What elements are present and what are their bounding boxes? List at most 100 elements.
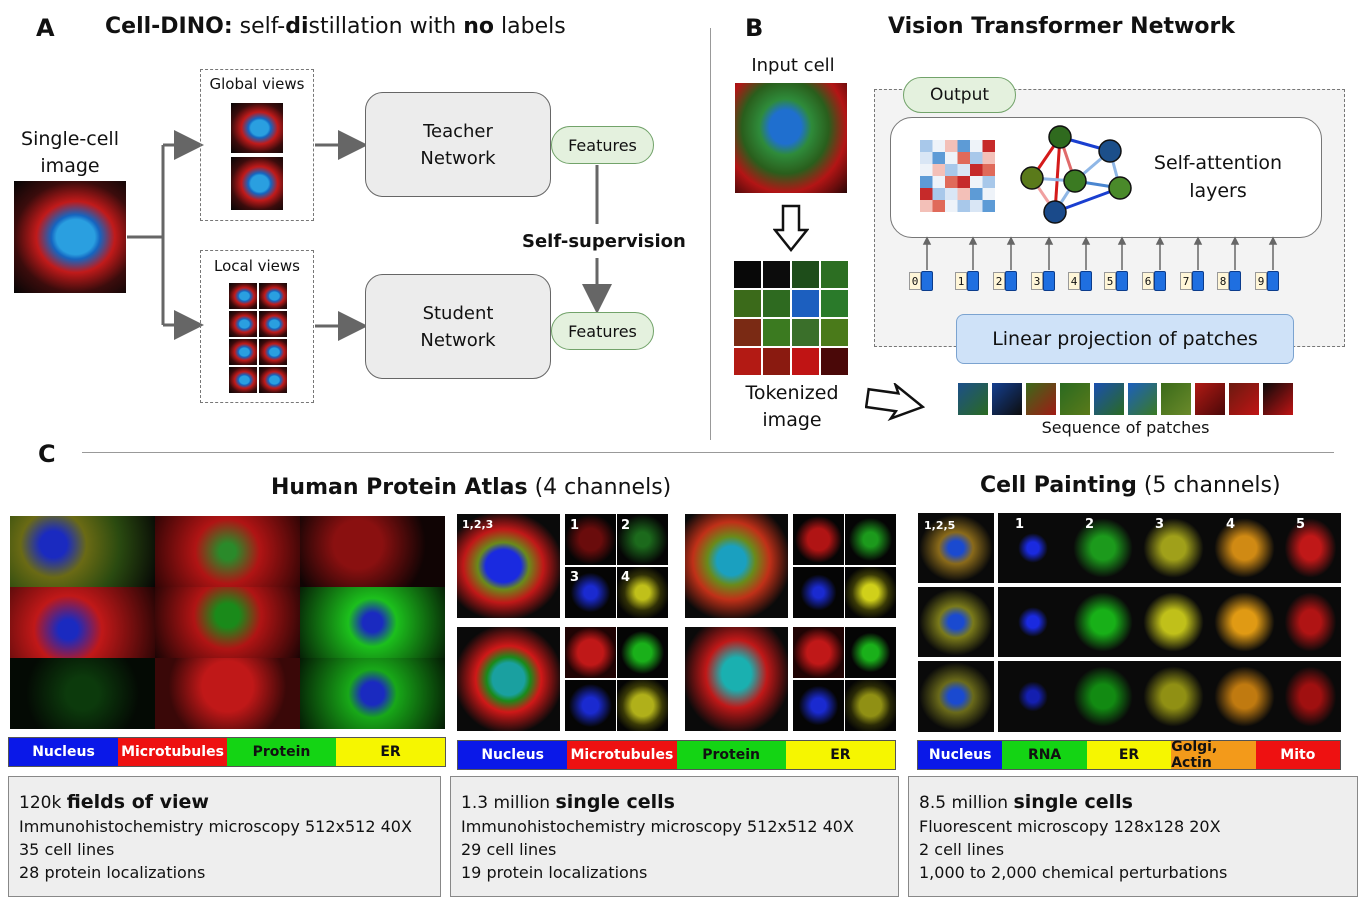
info-line: Fluorescent microscopy 128x128 20X	[919, 817, 1221, 836]
cp-channel-tile	[1209, 661, 1280, 732]
info-line: 29 cell lines	[461, 840, 557, 859]
info-line: 28 protein localizations	[19, 863, 206, 882]
channel-number: 4	[1226, 517, 1236, 532]
token-arrowhead	[1044, 236, 1054, 245]
patch-token: 4	[1068, 271, 1093, 291]
fov-tile	[300, 587, 445, 658]
info-line: 35 cell lines	[19, 840, 115, 859]
token-tile	[792, 319, 819, 346]
cp-channel-tile	[1280, 513, 1341, 583]
cp-grid: 1,2,5 1 2 3 4 5	[918, 513, 1341, 732]
patch-sequence	[958, 383, 1294, 415]
channel-number: 3	[570, 570, 580, 585]
channel-number: 3	[1155, 517, 1165, 532]
token-arrowhead	[1268, 236, 1278, 245]
cp-channel-tile	[1068, 513, 1138, 583]
channel-tile	[565, 514, 616, 565]
attention-cell	[920, 200, 933, 212]
cp-channel-tile	[1138, 513, 1209, 583]
attention-cell	[982, 176, 995, 188]
sequence-label: Sequence of patches	[1041, 418, 1210, 437]
teacher-network-box: Teacher Network	[365, 92, 551, 197]
global-view-1	[231, 103, 283, 153]
channel-number: 4	[621, 570, 631, 585]
token-tile	[821, 348, 848, 375]
cp-composite-tile	[918, 513, 994, 583]
token-arrows	[922, 236, 1278, 270]
channel-tile	[565, 567, 616, 618]
legend-swatch: ER	[336, 738, 445, 766]
input-cell-image	[735, 83, 847, 193]
legend-swatch: Microtubules	[567, 741, 677, 769]
channel-tile	[845, 567, 896, 618]
hpa-cell-set-3	[685, 514, 896, 618]
token-arrowhead	[968, 236, 978, 245]
global-views-box	[200, 69, 314, 221]
token-arrowhead	[1081, 236, 1091, 245]
cp-channel-tile	[1209, 587, 1280, 657]
info-line: Immunohistochemistry microscopy 512x512 …	[19, 817, 412, 836]
cp-channel-tile	[1280, 587, 1341, 657]
token-arrowhead	[1155, 236, 1165, 245]
legend-swatch: Nucleus	[9, 738, 118, 766]
attention-cell	[932, 176, 945, 188]
token-tile	[734, 290, 761, 317]
cp-channel-tile	[1138, 661, 1209, 732]
token-tile	[792, 348, 819, 375]
legend-swatch: ER	[785, 741, 895, 769]
attention-cell	[982, 140, 995, 152]
fov-tile	[155, 587, 300, 658]
tokenized-image-label: Tokenized image	[745, 382, 839, 431]
patch-token: 9	[1255, 271, 1280, 291]
local-view	[259, 311, 287, 337]
channel-tile	[617, 567, 668, 618]
legend-swatch: ER	[1086, 741, 1172, 769]
cp-composite-tile	[918, 661, 994, 732]
attention-graph	[1020, 125, 1132, 224]
channel-tile	[565, 627, 616, 678]
channel-tile	[793, 680, 844, 731]
patch-token: 1	[955, 271, 980, 291]
info-headline: 120k fields of view	[19, 791, 209, 813]
token-tile	[792, 290, 819, 317]
self-attention-label: Self-attention layers	[1153, 152, 1283, 202]
cp-channel-tile	[1209, 513, 1280, 583]
channel-tile	[617, 627, 668, 678]
down-arrow-icon	[773, 204, 809, 252]
token-arrowhead	[1193, 236, 1203, 245]
patch-token: 0	[909, 271, 934, 291]
legend-swatch: Nucleus	[458, 741, 568, 769]
token-arrowhead	[922, 236, 932, 245]
cp-channel-tile	[998, 587, 1068, 657]
attention-cell	[957, 140, 970, 152]
token-tile	[821, 290, 848, 317]
attention-cell	[932, 200, 945, 212]
student-network-label: Student Network	[420, 302, 496, 351]
global-views-label: Global views	[209, 75, 305, 93]
channel-number: 2	[621, 518, 631, 533]
token-arrowhead	[1006, 236, 1016, 245]
token-index: 2	[993, 272, 1005, 290]
fov-tile	[10, 587, 155, 658]
legend-swatch: Protein	[227, 738, 336, 766]
panel-c-letter: C	[38, 440, 56, 468]
attention-cell	[970, 188, 983, 200]
attention-cell	[982, 152, 995, 164]
token-tile	[792, 261, 819, 288]
composite-tile	[457, 514, 560, 618]
channel-tile	[793, 627, 844, 678]
linear-projection-box: Linear projection of patches	[956, 314, 1294, 364]
features-top-pill: Features	[551, 126, 654, 164]
local-view	[229, 283, 257, 309]
legend-swatch: Microtubules	[118, 738, 227, 766]
channel-number: 1	[1015, 517, 1025, 532]
local-view	[259, 283, 287, 309]
attention-cell	[957, 152, 970, 164]
attention-cell	[945, 140, 958, 152]
cp-channel-tile	[998, 513, 1068, 583]
channel-tile	[845, 680, 896, 731]
attention-cell	[970, 152, 983, 164]
channel-tile	[793, 567, 844, 618]
token-tile	[763, 348, 790, 375]
